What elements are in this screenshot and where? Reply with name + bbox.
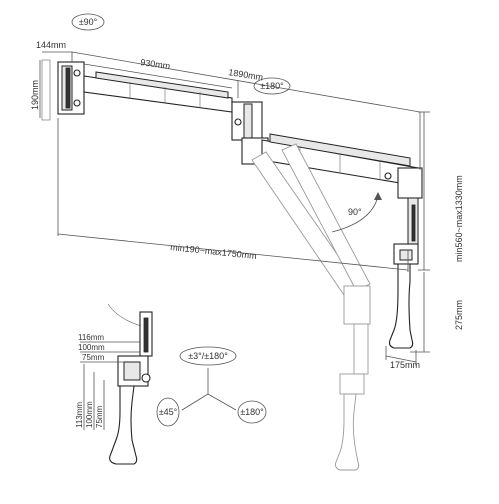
ghost-post xyxy=(353,323,369,375)
label-arm1-length: 930mm xyxy=(140,57,171,71)
tilt-arc xyxy=(331,195,379,233)
detail-view xyxy=(80,303,153,465)
label-height-range: min560~max1330mm xyxy=(454,175,464,262)
rotation-axis-right xyxy=(237,400,267,424)
detail-label-h1: 116mm xyxy=(78,333,104,342)
label-mount-height: 190mm xyxy=(30,80,40,110)
label-clamp-width: 175mm xyxy=(390,360,420,370)
detail-label-v2: 100mm xyxy=(85,401,94,428)
dimension-lines xyxy=(39,51,430,366)
ghost-handle xyxy=(335,393,360,471)
label-rotation-left: ±45° xyxy=(159,407,178,417)
rotation-axes xyxy=(156,346,267,427)
label-mount-width: 144mm xyxy=(36,40,66,50)
label-reach: min190~max1750mm xyxy=(170,242,257,261)
detail-label-h2: 100mm xyxy=(78,343,105,352)
arm2-top-cover xyxy=(269,133,411,167)
ghost-arm-2 xyxy=(281,143,371,291)
label-drop: 275mm xyxy=(454,300,464,330)
label-top-rotation: ±90° xyxy=(79,17,98,27)
middle-joint-pin xyxy=(243,103,253,139)
mount-screw-bottom xyxy=(73,99,81,107)
mount-screw-top xyxy=(73,69,81,77)
arm1-top-cover xyxy=(95,71,229,99)
end-joint-housing xyxy=(397,167,423,199)
rotation-marker-top xyxy=(71,13,105,31)
rotation-axis-top xyxy=(179,346,237,366)
detail-label-h3: 75mm xyxy=(82,353,105,362)
wall-plate-edge xyxy=(41,59,51,121)
detail-label-v3: 75mm xyxy=(95,405,104,428)
arm-segment-1 xyxy=(83,71,233,113)
ghost-joint xyxy=(343,285,371,325)
middle-joint xyxy=(231,101,263,141)
detail-label-v1: 113mm xyxy=(75,402,84,428)
monitor-head-upper xyxy=(388,243,419,349)
label-rotation-top: ±3°/±180° xyxy=(188,351,228,361)
label-rotation-right: ±180° xyxy=(240,407,264,417)
rotation-axis-left xyxy=(156,397,180,427)
ghost-head xyxy=(339,373,365,395)
wall-mount xyxy=(41,59,85,121)
hinge-pin xyxy=(65,67,71,109)
label-tilt: 90° xyxy=(348,207,362,217)
label-middle-rotation: ±180° xyxy=(260,81,284,91)
folded-arm-ghost xyxy=(251,143,371,471)
handle-upper xyxy=(388,263,414,349)
end-joint xyxy=(397,167,423,249)
detail-handle xyxy=(109,385,138,465)
rotation-marker-middle xyxy=(253,77,291,95)
